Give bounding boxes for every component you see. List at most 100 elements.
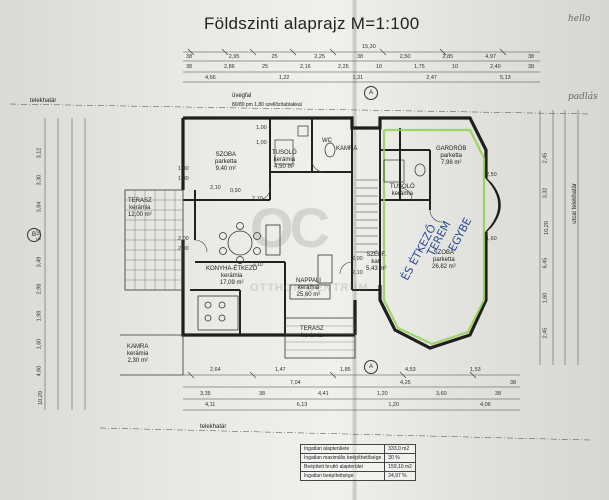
dimension-label: 38 (528, 64, 535, 70)
dimension-label: 5,13 (500, 75, 511, 81)
dimension-label: 1,98 (36, 310, 43, 322)
room-area: 5,43 m² (366, 265, 387, 272)
room-konyha-etkezo: KONYHA-ÉTKEZŐ kerámia 17,09 m² (206, 266, 257, 287)
dimension-label: 4,41 (318, 391, 329, 397)
dimension-label: 4,60 (36, 365, 43, 377)
dimension-label: 7,04 (290, 380, 301, 386)
side-note-hello: hello (568, 14, 591, 24)
room-floor: kerámia (301, 332, 323, 339)
room-name: TERASZ (300, 326, 324, 332)
dimension-label: 1,22 (278, 75, 290, 81)
dimension-label: 2,16 (300, 64, 311, 70)
room-area: 4,50 m² (274, 163, 295, 170)
room-gardrob: GARDRÓB parketta 7,98 m² (436, 146, 466, 167)
room-floor: kerámia (221, 272, 243, 279)
dimension-label: 4,25 (400, 380, 411, 386)
room-szelf: SZÉLF. kar. 5,43 m² (366, 252, 386, 273)
room-name: SZOBA (215, 152, 237, 158)
dimension-label: 4,06 (480, 402, 491, 408)
uvegfal-label: üvegfal (232, 93, 252, 99)
dimension-label: 4,66 (205, 75, 216, 81)
dimension-label: 2,50 (486, 172, 497, 178)
room-nappali: NAPPALI kerámia 25,60 m² (296, 278, 321, 299)
room-name: SZÉLF. (366, 252, 387, 258)
room-floor: kerámia (127, 350, 149, 357)
dimension-label: 2,40 (490, 64, 501, 70)
dimension-label: 1,47 (275, 367, 286, 373)
room-tusolo-1: TUSOLÓ kerámia 4,50 m² (272, 150, 297, 171)
dimension-label: 1,80 (178, 176, 189, 182)
room-name: KAMRA (127, 344, 149, 350)
dimension-label: 2,25 (314, 54, 325, 60)
dimension-label: 1,20 (377, 391, 388, 397)
dimension-label: 2,64 (210, 367, 221, 373)
info-label: Ingatlan maximális beépíthetősége (299, 453, 386, 463)
dimension-label: 1,85 (340, 367, 351, 373)
watermark-logo: OC (250, 196, 330, 259)
room-terasz-2: TERASZ kerámia (300, 326, 324, 340)
dimension-label: 2,00 (178, 236, 189, 242)
paper-fold (352, 0, 358, 500)
dimension-label: 2,47 (426, 75, 437, 81)
dimension-label: 2,10 (210, 185, 221, 191)
side-note-padlas: padlás (568, 92, 598, 102)
room-wc: WC (322, 138, 332, 144)
room-kamra-small: KAMRA (336, 146, 358, 152)
dimension-label: 2,85 (442, 54, 454, 60)
dimension-label: 1,60 (36, 338, 43, 349)
uveg-note-label: 80/80 pm 1,80 szellőzőablakkal (232, 102, 302, 108)
dimension-label: 3,12 (36, 147, 43, 159)
room-floor: kerámia (391, 190, 413, 197)
dimension-label: 2,86 (224, 64, 235, 70)
dimension-label: 1,75 (414, 64, 425, 70)
dimension-label: 2,00 (178, 246, 189, 252)
dimension-label: 2,50 (399, 54, 411, 60)
dimension-label: 1,31 (352, 75, 364, 81)
room-terasz-1: TERASZ kerámia 12,00 m² (128, 198, 152, 219)
dimension-label: 1,60 (542, 292, 549, 304)
room-name: GARDRÓB (436, 146, 467, 152)
room-area: 25,60 m² (296, 291, 321, 298)
dimension-label: 10 (376, 64, 383, 70)
info-value: 159,10 m2 (384, 462, 416, 472)
dimension-label: 3,60 (436, 391, 447, 397)
dimension-label: 3,84 (36, 202, 43, 213)
dimension-label: 2,95 (228, 54, 240, 60)
room-floor: parketta (433, 256, 455, 263)
room-name: TERASZ (128, 198, 152, 204)
room-area: 17,09 m² (219, 279, 244, 286)
dimension-label: 25 (262, 64, 269, 70)
axis-marker-a: A (364, 86, 378, 100)
watermark-text: OTTHON CENTRUM (250, 282, 369, 294)
room-area: 26,82 m² (432, 263, 456, 270)
room-area: 9,40 m² (215, 165, 237, 172)
info-value: 30 % (384, 453, 416, 463)
dimension-label: 38 (495, 391, 502, 397)
info-value: 24,97 % (384, 471, 416, 481)
room-name: NAPPALI (296, 278, 321, 284)
room-floor: kerámia (273, 156, 295, 163)
dimension-label: 2,10 (352, 270, 363, 276)
dimension-label: 38 (186, 54, 193, 60)
dimension-label: 4,53 (405, 367, 416, 373)
dimension-label: 10 (452, 64, 459, 70)
room-floor: kerámia (129, 204, 151, 211)
axis-marker-a-bottom: A (364, 360, 378, 374)
dimension-label: 3,32 (542, 187, 549, 199)
room-kamra: KAMRA kerámia 2,30 m² (127, 344, 148, 365)
room-tusolo-2: TUSOLÓ kerámia (390, 184, 415, 198)
dimension-label: 38 (186, 64, 193, 70)
room-name: TUSOLÓ (272, 150, 297, 156)
dimension-label: 1,00 (256, 140, 267, 146)
dimension-label: 38 (357, 54, 364, 60)
dimension-label: 38 (510, 380, 517, 386)
room-area: 12,00 m² (128, 211, 152, 218)
axis-marker-b: B (27, 228, 41, 242)
